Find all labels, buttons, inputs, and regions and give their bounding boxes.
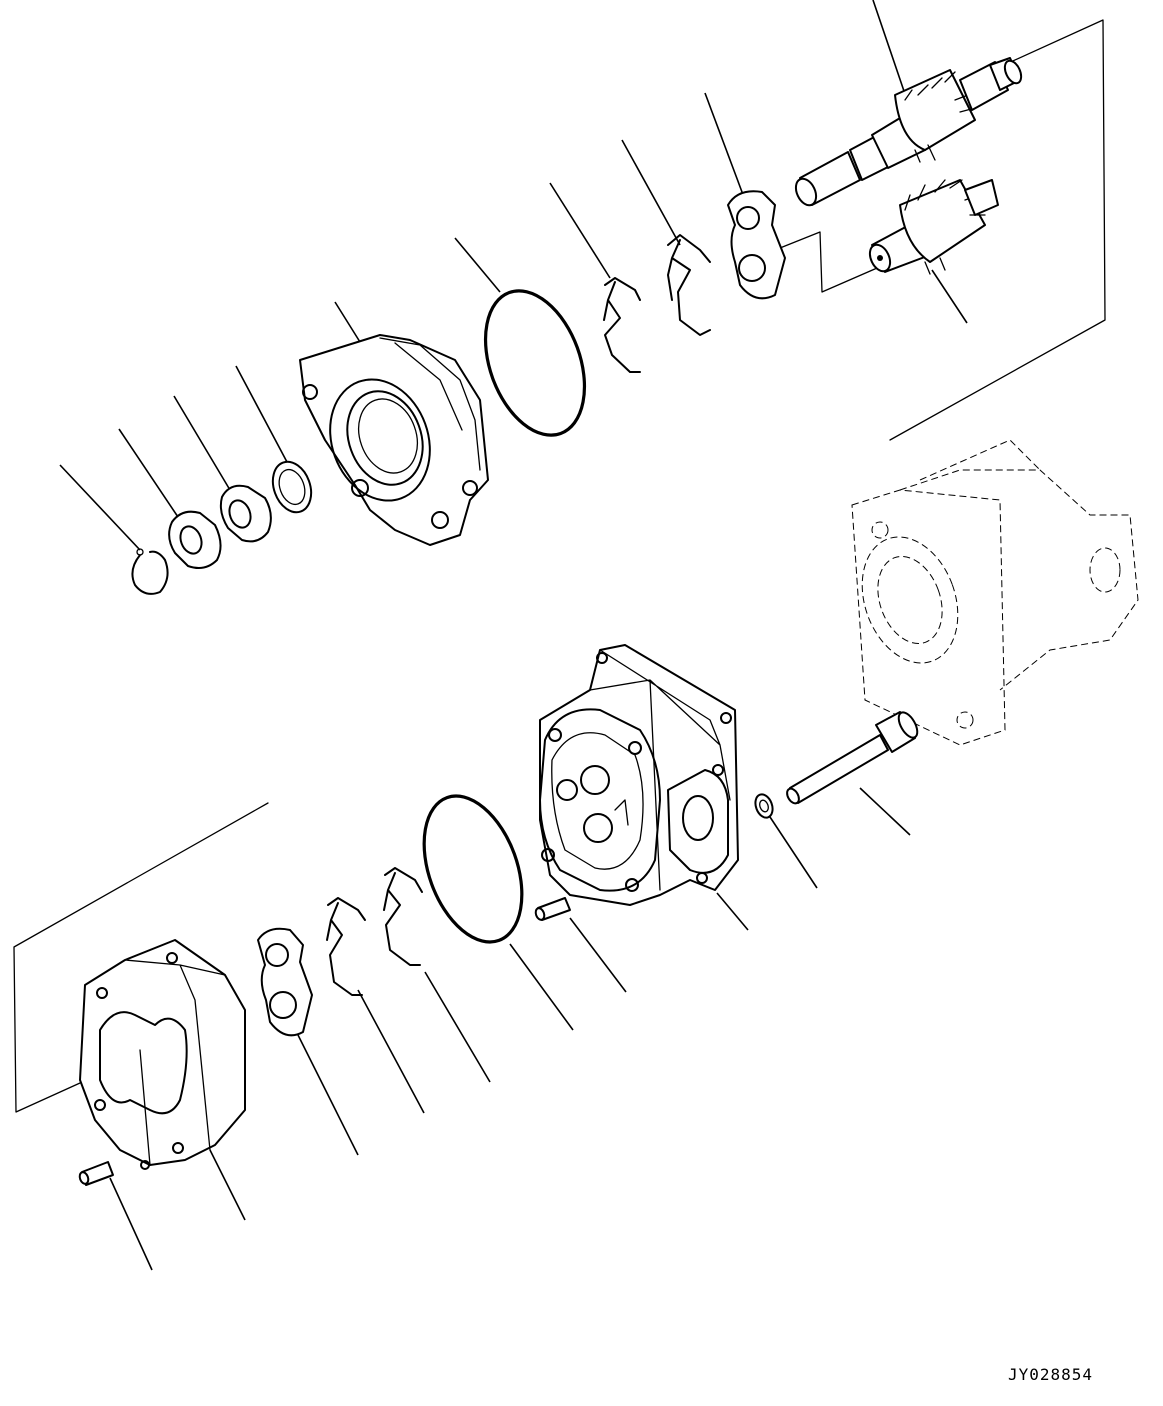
drive-shaft-gear: [794, 57, 1023, 207]
bolt: [786, 711, 919, 805]
gear-body: [79, 939, 246, 1170]
washer-upper: [271, 460, 313, 514]
snap-ring: [131, 548, 169, 595]
seal-clips-lower: [326, 867, 423, 996]
driven-gear: [868, 179, 999, 275]
pump-housing: [539, 644, 739, 906]
washer-lower: [754, 793, 774, 819]
dowel-pin-2: [78, 1161, 114, 1186]
side-plate-upper: [727, 190, 786, 300]
oil-seal-2: [168, 510, 222, 569]
pump-body-outline: [851, 439, 1139, 746]
drawing-code: JY028854: [1007, 1365, 1093, 1384]
dowel-pin-1: [534, 897, 571, 921]
upper-group-frame: [779, 19, 1106, 441]
leader-lines: [59, 0, 968, 1271]
o-ring-upper: [483, 289, 587, 437]
oil-seal-1: [219, 484, 272, 543]
o-ring-lower: [422, 794, 524, 944]
lower-group-frame: [13, 802, 269, 1113]
seal-clips-upper: [603, 234, 711, 373]
side-plate-lower: [257, 927, 313, 1037]
flange-cover: [299, 334, 489, 546]
